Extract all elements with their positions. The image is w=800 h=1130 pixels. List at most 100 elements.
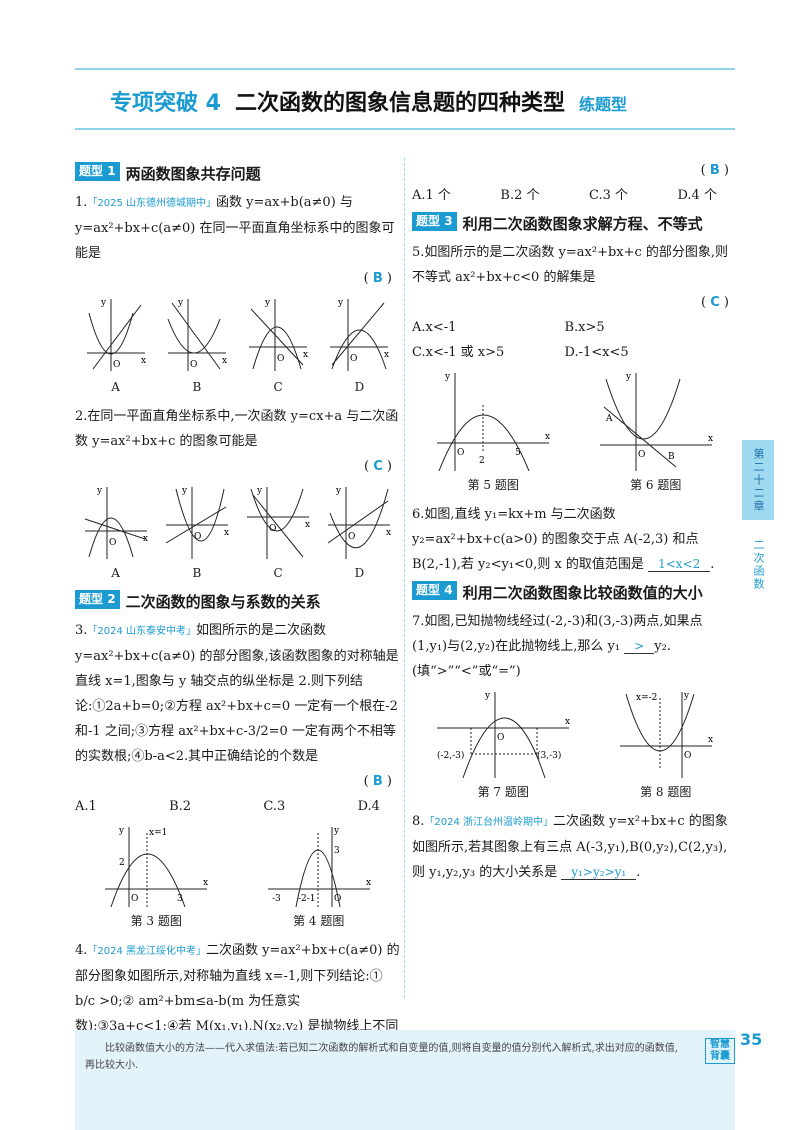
answer: ( B ) [363,774,392,789]
svg-text:x: x [386,528,391,538]
svg-text:x: x [545,432,550,442]
question-source: 「2024 浙江台州温岭期中」 [424,817,554,828]
chapter-tab[interactable]: 第二十二章 [742,440,774,520]
svg-text:O: O [350,354,357,364]
answer-blank: 1<x<2 [648,557,711,572]
svg-text:x=-2: x=-2 [636,693,657,703]
svg-text:x: x [141,356,146,366]
svg-text:y: y [181,486,188,496]
svg-text:x: x [143,534,148,544]
question-5: 5.如图所示的是二次函数 y=ax²+bx+c 的部分图象,则不等式 ax²+b… [412,240,737,365]
svg-text:O: O [190,360,197,370]
column-divider [404,158,405,998]
brand-badge: 智慧背囊 [705,1038,735,1064]
svg-text:O: O [131,894,138,904]
svg-text:O: O [269,524,276,534]
svg-text:5: 5 [515,448,521,458]
svg-text:-2-1: -2-1 [298,894,316,904]
section-1-header: 题型 1 两函数图象共存问题 [75,162,400,186]
svg-text:y: y [444,372,451,382]
svg-text:O: O [113,360,120,370]
svg-text:x: x [366,878,371,888]
header-rule-top [75,68,735,70]
section-title: 两函数图象共存问题 [125,165,261,183]
question-3: 3.「2024 山东泰安中考」如图所示的是二次函数 y=ax²+bx+c(a≠0… [75,618,400,819]
svg-text:3: 3 [334,846,340,856]
question-1: 1.「2025 山东德州德城期中」函数 y=ax+b(a≠0) 与 y=ax²+… [75,190,400,291]
svg-text:x: x [224,528,229,538]
question-7: 7.如图,已知抛物线经过(-2,-3)和(3,-3)两点,如果点(1,y₁)与(… [412,614,703,679]
section-title: 利用二次函数图象求解方程、不等式 [462,215,703,233]
svg-text:(-2,-3): (-2,-3) [437,750,464,761]
q4-answer: ( B ) [700,163,729,178]
section-badge: 题型 1 [75,162,120,181]
answer-blank: y₁>y₂>y₁ [561,865,637,880]
left-column: 题型 1 两函数图象共存问题 1.「2025 山东德州德城期中」函数 y=ax+… [75,158,400,1066]
svg-text:x: x [384,350,389,360]
svg-text:O: O [277,354,284,364]
svg-text:y: y [333,826,340,836]
svg-text:x: x [565,717,570,727]
question-2: 2.在同一平面直角坐标系中,一次函数 y=cx+a 与二次函数 y=ax²+bx… [75,404,400,479]
tip-text: 比较函数值大小的方法——代入求值法:若已知二次函数的解析式和自变量的值,则将自变… [85,1043,678,1071]
question-8: 8.「2024 浙江台州温岭期中」二次函数 y=x²+bx+c 的图象如图所示,… [412,814,728,880]
answer-blank: > [624,639,655,654]
svg-text:O: O [334,894,341,904]
svg-text:2: 2 [119,858,125,868]
svg-text:3: 3 [177,894,183,904]
svg-text:x: x [303,350,308,360]
section-badge: 题型 2 [75,590,120,609]
svg-text:A: A [605,414,613,424]
svg-text:y: y [264,298,271,308]
svg-text:x: x [708,735,713,745]
svg-text:y: y [335,486,342,496]
page-title: 专项突破 4 二次函数的图象信息题的四种类型 练题型 [110,85,627,117]
svg-text:O: O [497,733,504,743]
tip-footer: 比较函数值大小的方法——代入求值法:若已知二次函数的解析式和自变量的值,则将自变… [75,1030,735,1130]
question-text: 如图,已知抛物线经过(-2,-3)和(3,-3)两点,如果点(1,y₁)与(2,… [412,614,703,654]
svg-text:O: O [109,538,116,548]
section-2-header: 题型 2 二次函数的图象与系数的关系 [75,590,400,614]
svg-text:(3,-3): (3,-3) [537,750,561,761]
svg-text:y: y [683,691,690,701]
question-6: 6.如图,直线 y₁=kx+m 与二次函数 y₂=ax²+bx+c(a>0) 的… [412,507,715,572]
title-tag: 练题型 [578,95,627,114]
svg-text:2: 2 [479,456,485,466]
svg-text:x: x [203,878,208,888]
svg-text:-3: -3 [272,894,281,904]
section-badge: 题型 4 [412,581,457,600]
svg-text:O: O [457,448,464,458]
section-4-header: 题型 4 利用二次函数图象比较函数值的大小 [412,581,737,605]
section-title: 利用二次函数图象比较函数值的大小 [462,584,703,602]
svg-text:y: y [625,372,632,382]
section-title: 二次函数的图象与系数的关系 [125,593,321,611]
answer: ( B ) [363,271,392,286]
question-text: 在同一平面直角坐标系中,一次函数 y=cx+a 与二次函数 y=ax²+bx+c… [75,409,399,449]
svg-text:O: O [684,751,691,761]
svg-text:O: O [194,532,201,542]
svg-text:O: O [638,450,645,460]
header-rule-bottom [75,128,735,130]
svg-text:x: x [708,434,713,444]
svg-text:y: y [256,486,263,496]
section-badge: 题型 3 [412,212,457,231]
svg-text:y: y [337,298,344,308]
